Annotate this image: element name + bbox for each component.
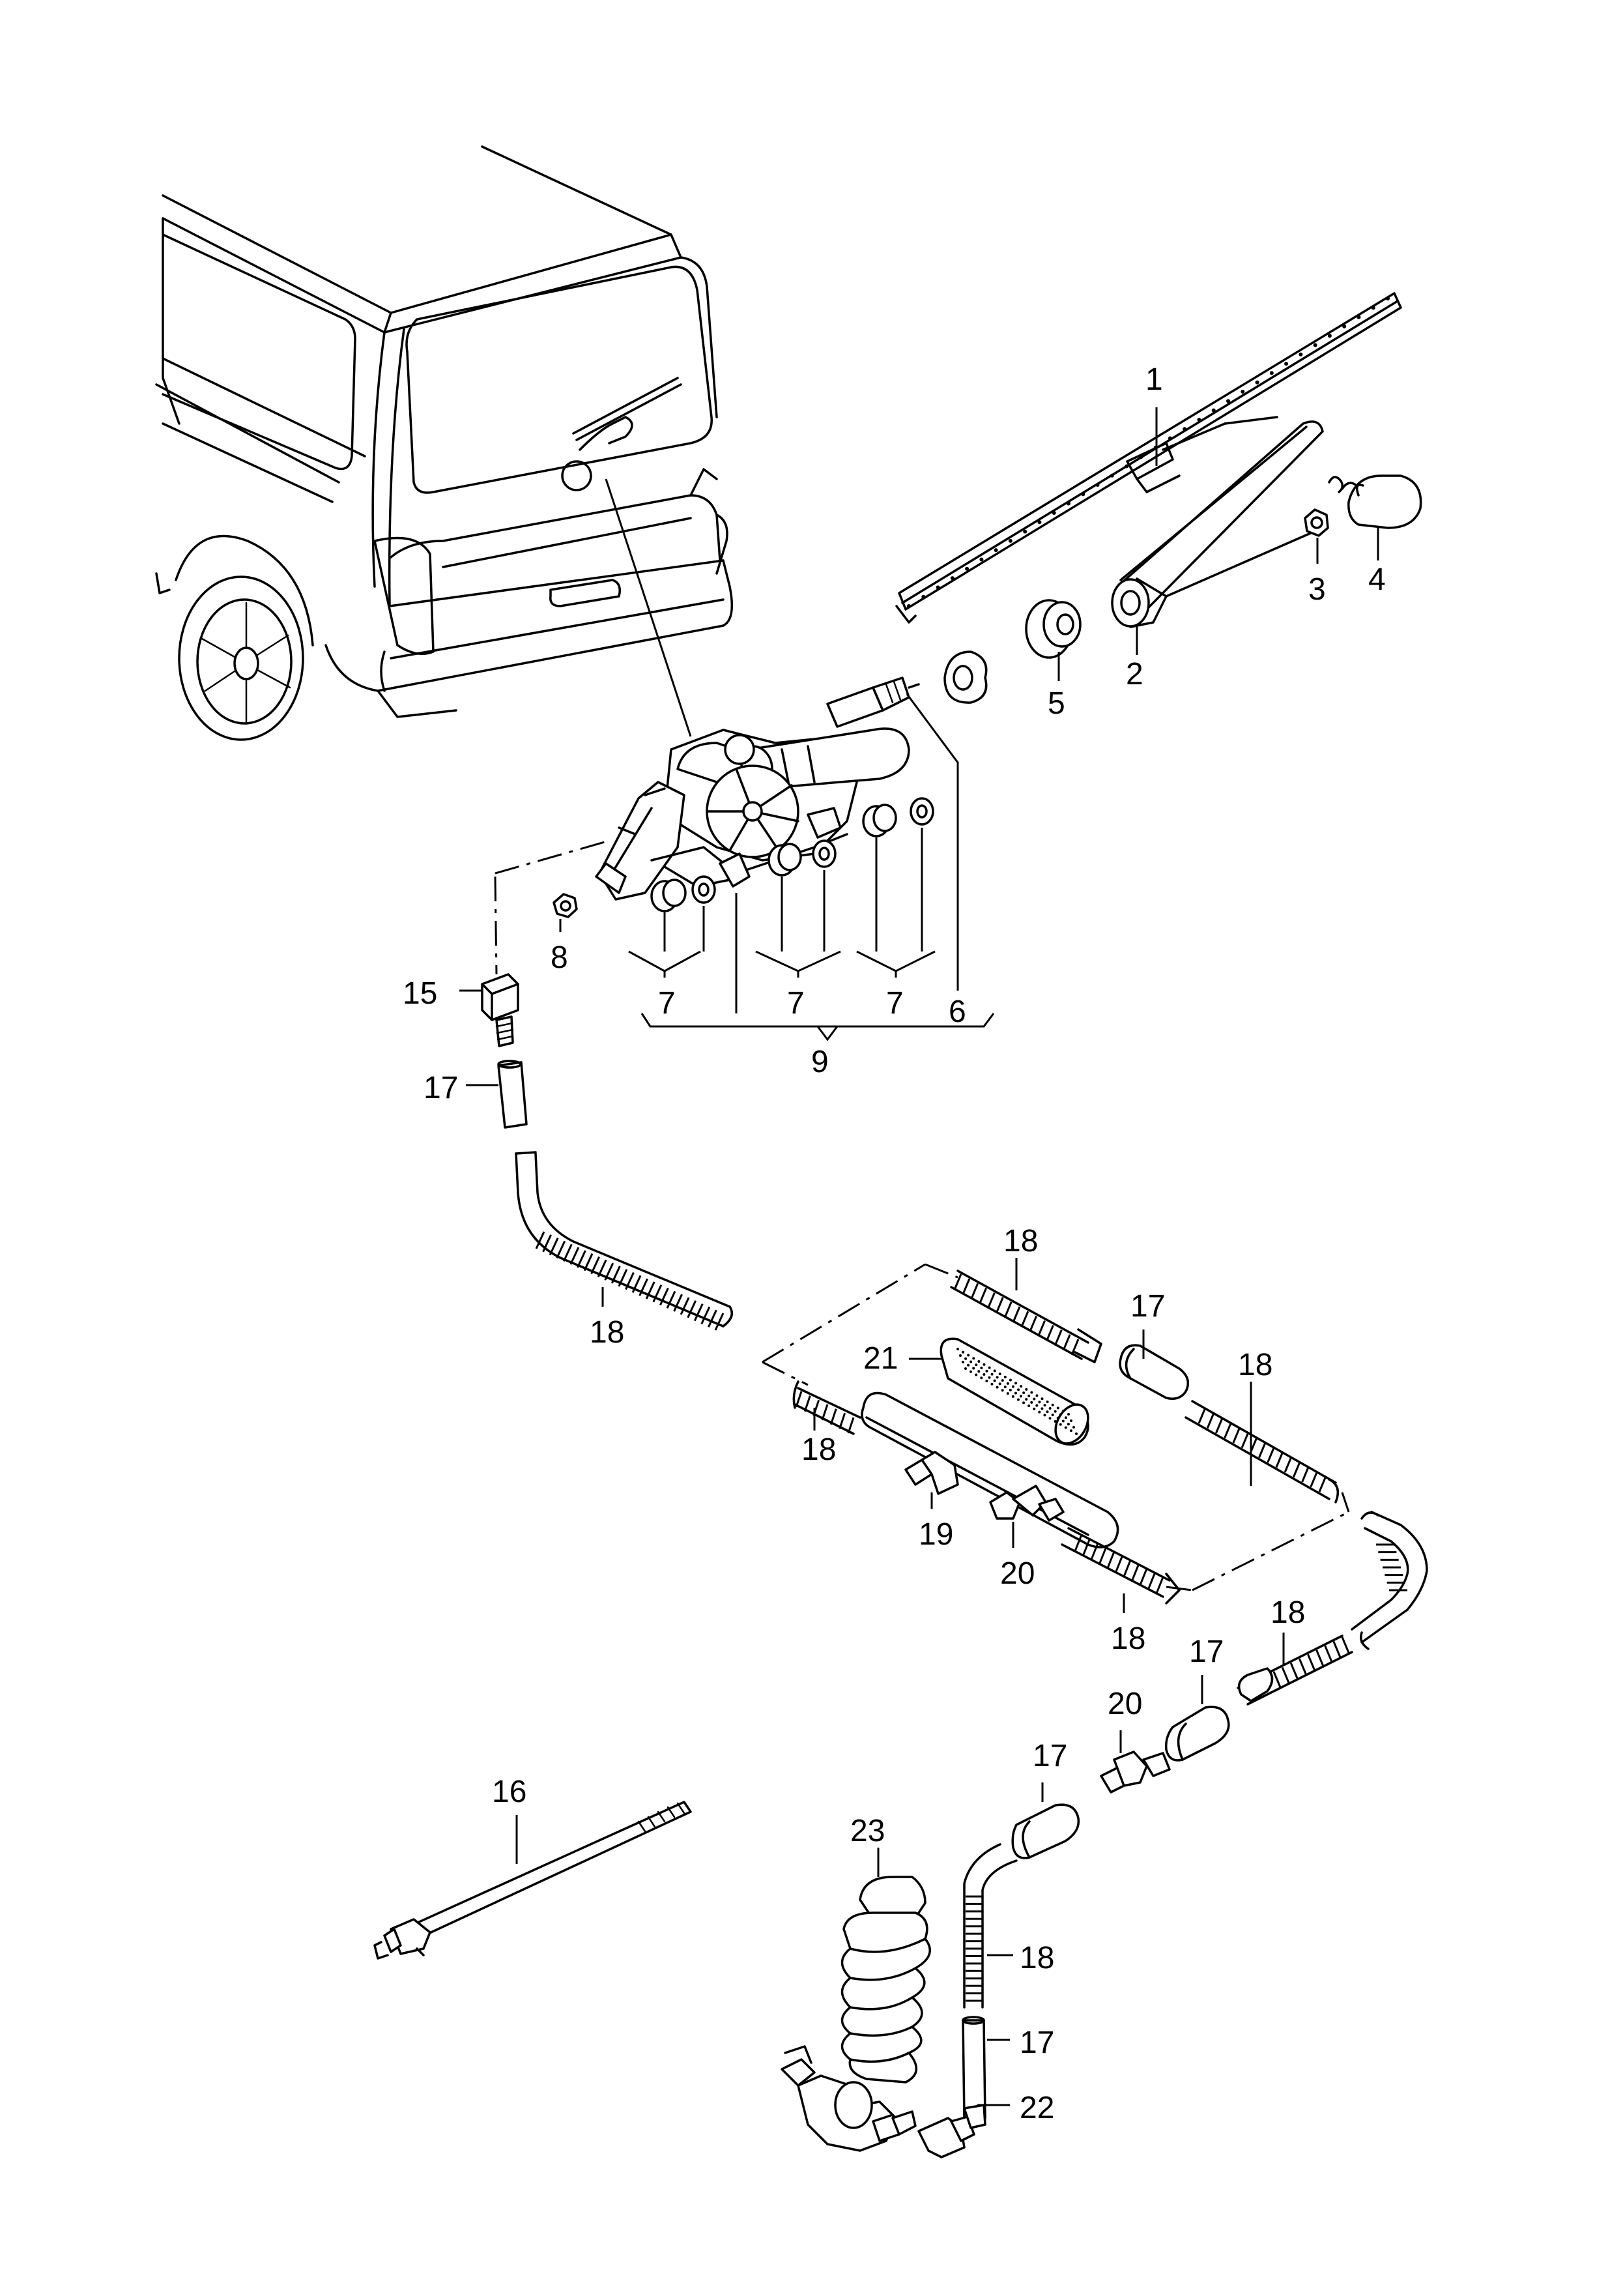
hose-connector-top xyxy=(497,1060,528,1129)
callout-18c: 18 xyxy=(590,1315,624,1350)
inline-connector-20 xyxy=(1100,1751,1171,1794)
callout-19: 19 xyxy=(919,1517,953,1552)
callout-2: 2 xyxy=(1126,657,1143,691)
callout-7c: 7 xyxy=(886,986,904,1021)
cover-cap xyxy=(1328,474,1422,529)
cable-tie xyxy=(373,1801,692,1960)
callout-20a: 20 xyxy=(1000,1556,1035,1591)
wiper-arm xyxy=(1111,420,1324,628)
callout-16: 16 xyxy=(492,1775,526,1809)
wiper-blade xyxy=(895,292,1402,624)
hex-nut xyxy=(1304,508,1329,537)
callout-18e: 18 xyxy=(1111,1621,1145,1656)
callout-8: 8 xyxy=(551,940,568,975)
callout-17a: 17 xyxy=(424,1071,458,1105)
van-illustration xyxy=(155,145,734,741)
elbow-connector xyxy=(917,2104,986,2158)
hose-bend-right xyxy=(1351,1511,1428,1650)
motor-nut xyxy=(553,893,578,918)
wiper-motor xyxy=(595,727,910,901)
callout-17c: 17 xyxy=(1189,1635,1224,1669)
callout-1: 1 xyxy=(1145,362,1163,397)
hose-segment-upper xyxy=(950,1270,1340,1504)
filter-sleeve xyxy=(940,1337,1089,1446)
callout-17e: 17 xyxy=(1020,2026,1054,2060)
callout-9: 9 xyxy=(811,1045,829,1079)
rubber-bushings xyxy=(650,797,934,912)
callout-20b: 20 xyxy=(1108,1687,1142,1721)
callout-18b: 18 xyxy=(1238,1348,1272,1382)
callout-21: 21 xyxy=(863,1341,898,1376)
callout-6: 6 xyxy=(949,995,966,1029)
washer-pump xyxy=(781,1876,931,2152)
callout-18f: 18 xyxy=(1271,1595,1305,1630)
callout-3: 3 xyxy=(1308,572,1326,607)
motor-shaft xyxy=(826,676,920,728)
callout-4: 4 xyxy=(1368,562,1386,597)
hose-vertical xyxy=(962,1843,1018,2121)
callout-23: 23 xyxy=(850,1814,885,1848)
callout-7a: 7 xyxy=(658,986,676,1021)
callout-22: 22 xyxy=(1020,2091,1054,2125)
callout-17d: 17 xyxy=(1033,1739,1067,1773)
rubber-grommet xyxy=(1025,599,1082,659)
callout-7b: 7 xyxy=(787,986,805,1021)
hose-connector-right xyxy=(1164,1706,1230,1762)
hose-segment-right-lower xyxy=(1237,1635,1353,1706)
seal-washer xyxy=(943,650,988,704)
callout-5: 5 xyxy=(1048,686,1065,721)
leader-lines xyxy=(459,407,1379,2106)
callout-18a: 18 xyxy=(1003,1224,1038,1258)
washer-hose-main xyxy=(515,1151,734,1331)
callout-18d: 18 xyxy=(801,1432,836,1467)
spray-nozzle xyxy=(481,973,519,1047)
hose-segment-center xyxy=(792,1380,1181,1605)
callout-labels: 1 2 3 4 5 6 7 7 7 8 9 15 16 17 17 17 17 … xyxy=(403,362,1386,2125)
hose-connector-lower xyxy=(1011,1803,1080,1859)
callout-15: 15 xyxy=(403,976,437,1011)
callout-18g: 18 xyxy=(1020,1941,1054,1975)
callout-17b: 17 xyxy=(1130,1289,1165,1324)
